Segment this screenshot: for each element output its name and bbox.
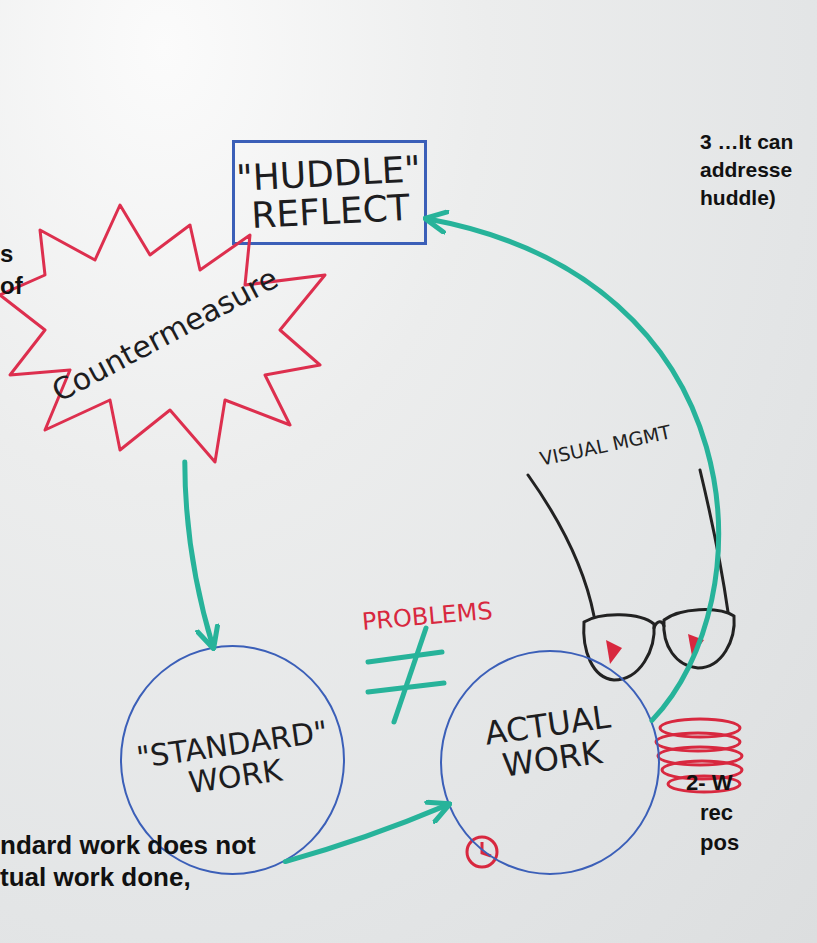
node-text: "HUDDLE" REFLECT	[235, 150, 424, 235]
callout-note: of	[0, 272, 23, 300]
flow-arrow	[185, 462, 213, 647]
clock-hands	[482, 842, 491, 856]
problems-label: PROBLEMS	[361, 597, 494, 636]
slash	[394, 628, 426, 722]
countermeasure-burst: Countermeasure	[0, 200, 330, 470]
huddle-box: "HUDDLE" REFLECT	[232, 140, 427, 245]
glasses-lens	[584, 615, 654, 680]
pupil	[606, 640, 622, 664]
callout-note: 3 …It can	[700, 130, 793, 154]
starburst-path	[0, 205, 325, 462]
callout-note: addresse	[700, 158, 792, 182]
text-group: "STANDARD" WORK	[134, 716, 331, 805]
callout-number: 2- W	[686, 770, 732, 796]
flow-arrow	[285, 805, 448, 862]
callout-note: s	[0, 240, 13, 268]
node-text: Countermeasure	[34, 255, 296, 414]
not-equal-sign	[368, 628, 444, 722]
actual-work-circle: ACTUAL WORK	[440, 650, 660, 875]
clock-symbol	[467, 837, 497, 867]
text-group: "HUDDLE" REFLECT	[235, 150, 424, 235]
text-group: ACTUAL WORK	[471, 699, 629, 786]
glasses-bridge	[654, 622, 664, 628]
equal-bar	[368, 652, 442, 662]
callout-note: pos	[700, 830, 739, 856]
callout-note: ndard work does not	[0, 830, 256, 861]
node-text: ACTUAL WORK	[471, 699, 629, 786]
glasses-drawing	[528, 470, 734, 680]
callout-note: rec	[700, 800, 733, 826]
callout-note: tual work done,	[0, 862, 191, 893]
callout-note: huddle)	[700, 186, 776, 210]
node-text: "STANDARD" WORK	[134, 716, 331, 805]
glasses-arm	[528, 475, 594, 616]
clock-face	[467, 837, 497, 867]
visual-management-label: VISUAL MGMT	[538, 421, 673, 470]
glasses-pupils	[606, 634, 704, 664]
flow-arrow	[427, 219, 718, 721]
text-group: Countermeasure	[34, 255, 296, 414]
